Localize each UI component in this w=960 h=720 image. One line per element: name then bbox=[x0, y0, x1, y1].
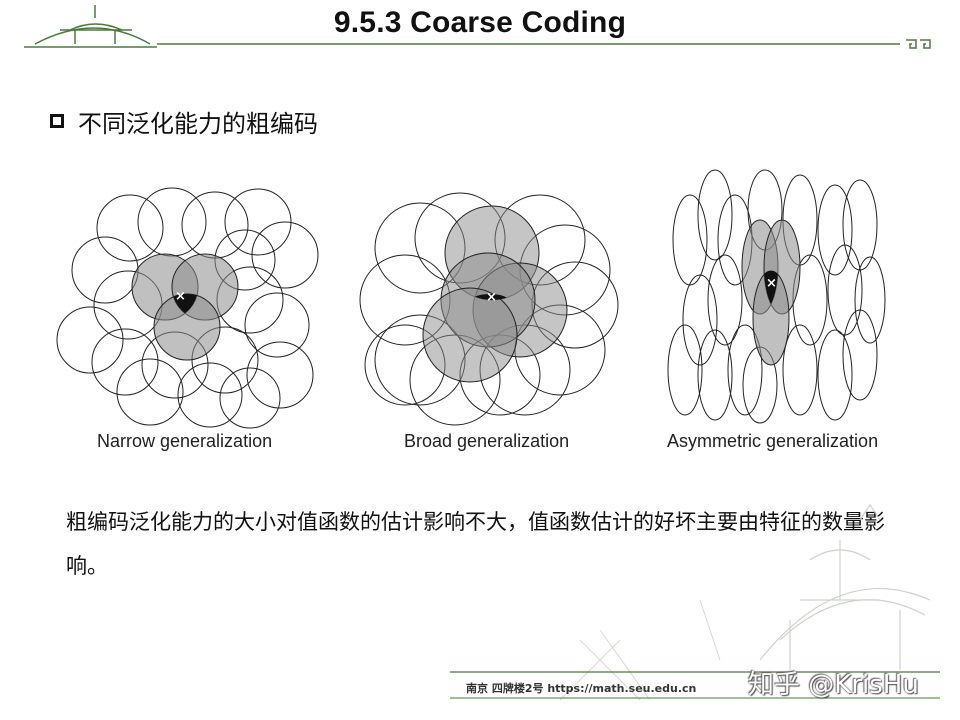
state-marker-broad: × bbox=[486, 290, 497, 305]
body-paragraph: 粗编码泛化能力的大小对值函数的估计影响不大，值函数估计的好坏主要由特征的数量影响… bbox=[66, 510, 885, 578]
footer-address: 南京 四牌楼2号 https://math.seu.edu.cn bbox=[466, 682, 697, 695]
state-marker-narrow: × bbox=[175, 289, 186, 304]
building-roof-icon bbox=[24, 5, 157, 48]
bullet-row: 不同泛化能力的粗编码 bbox=[50, 104, 318, 138]
header-decoration bbox=[24, 5, 931, 49]
watermark-text: 知乎 @KrisHu bbox=[748, 670, 919, 700]
figure-label-narrow: Narrow generalization bbox=[97, 431, 273, 451]
greek-key-ornament-icon bbox=[906, 39, 931, 49]
slide-title: 9.5.3 Coarse Coding bbox=[333, 6, 627, 39]
state-marker-asymmetric: × bbox=[766, 276, 777, 291]
figure-label-asymmetric: Asymmetric generalization bbox=[667, 431, 879, 451]
bullet-text: 不同泛化能力的粗编码 bbox=[78, 109, 318, 138]
square-bullet-icon bbox=[50, 114, 64, 128]
figure-label-broad: Broad generalization bbox=[404, 431, 570, 451]
